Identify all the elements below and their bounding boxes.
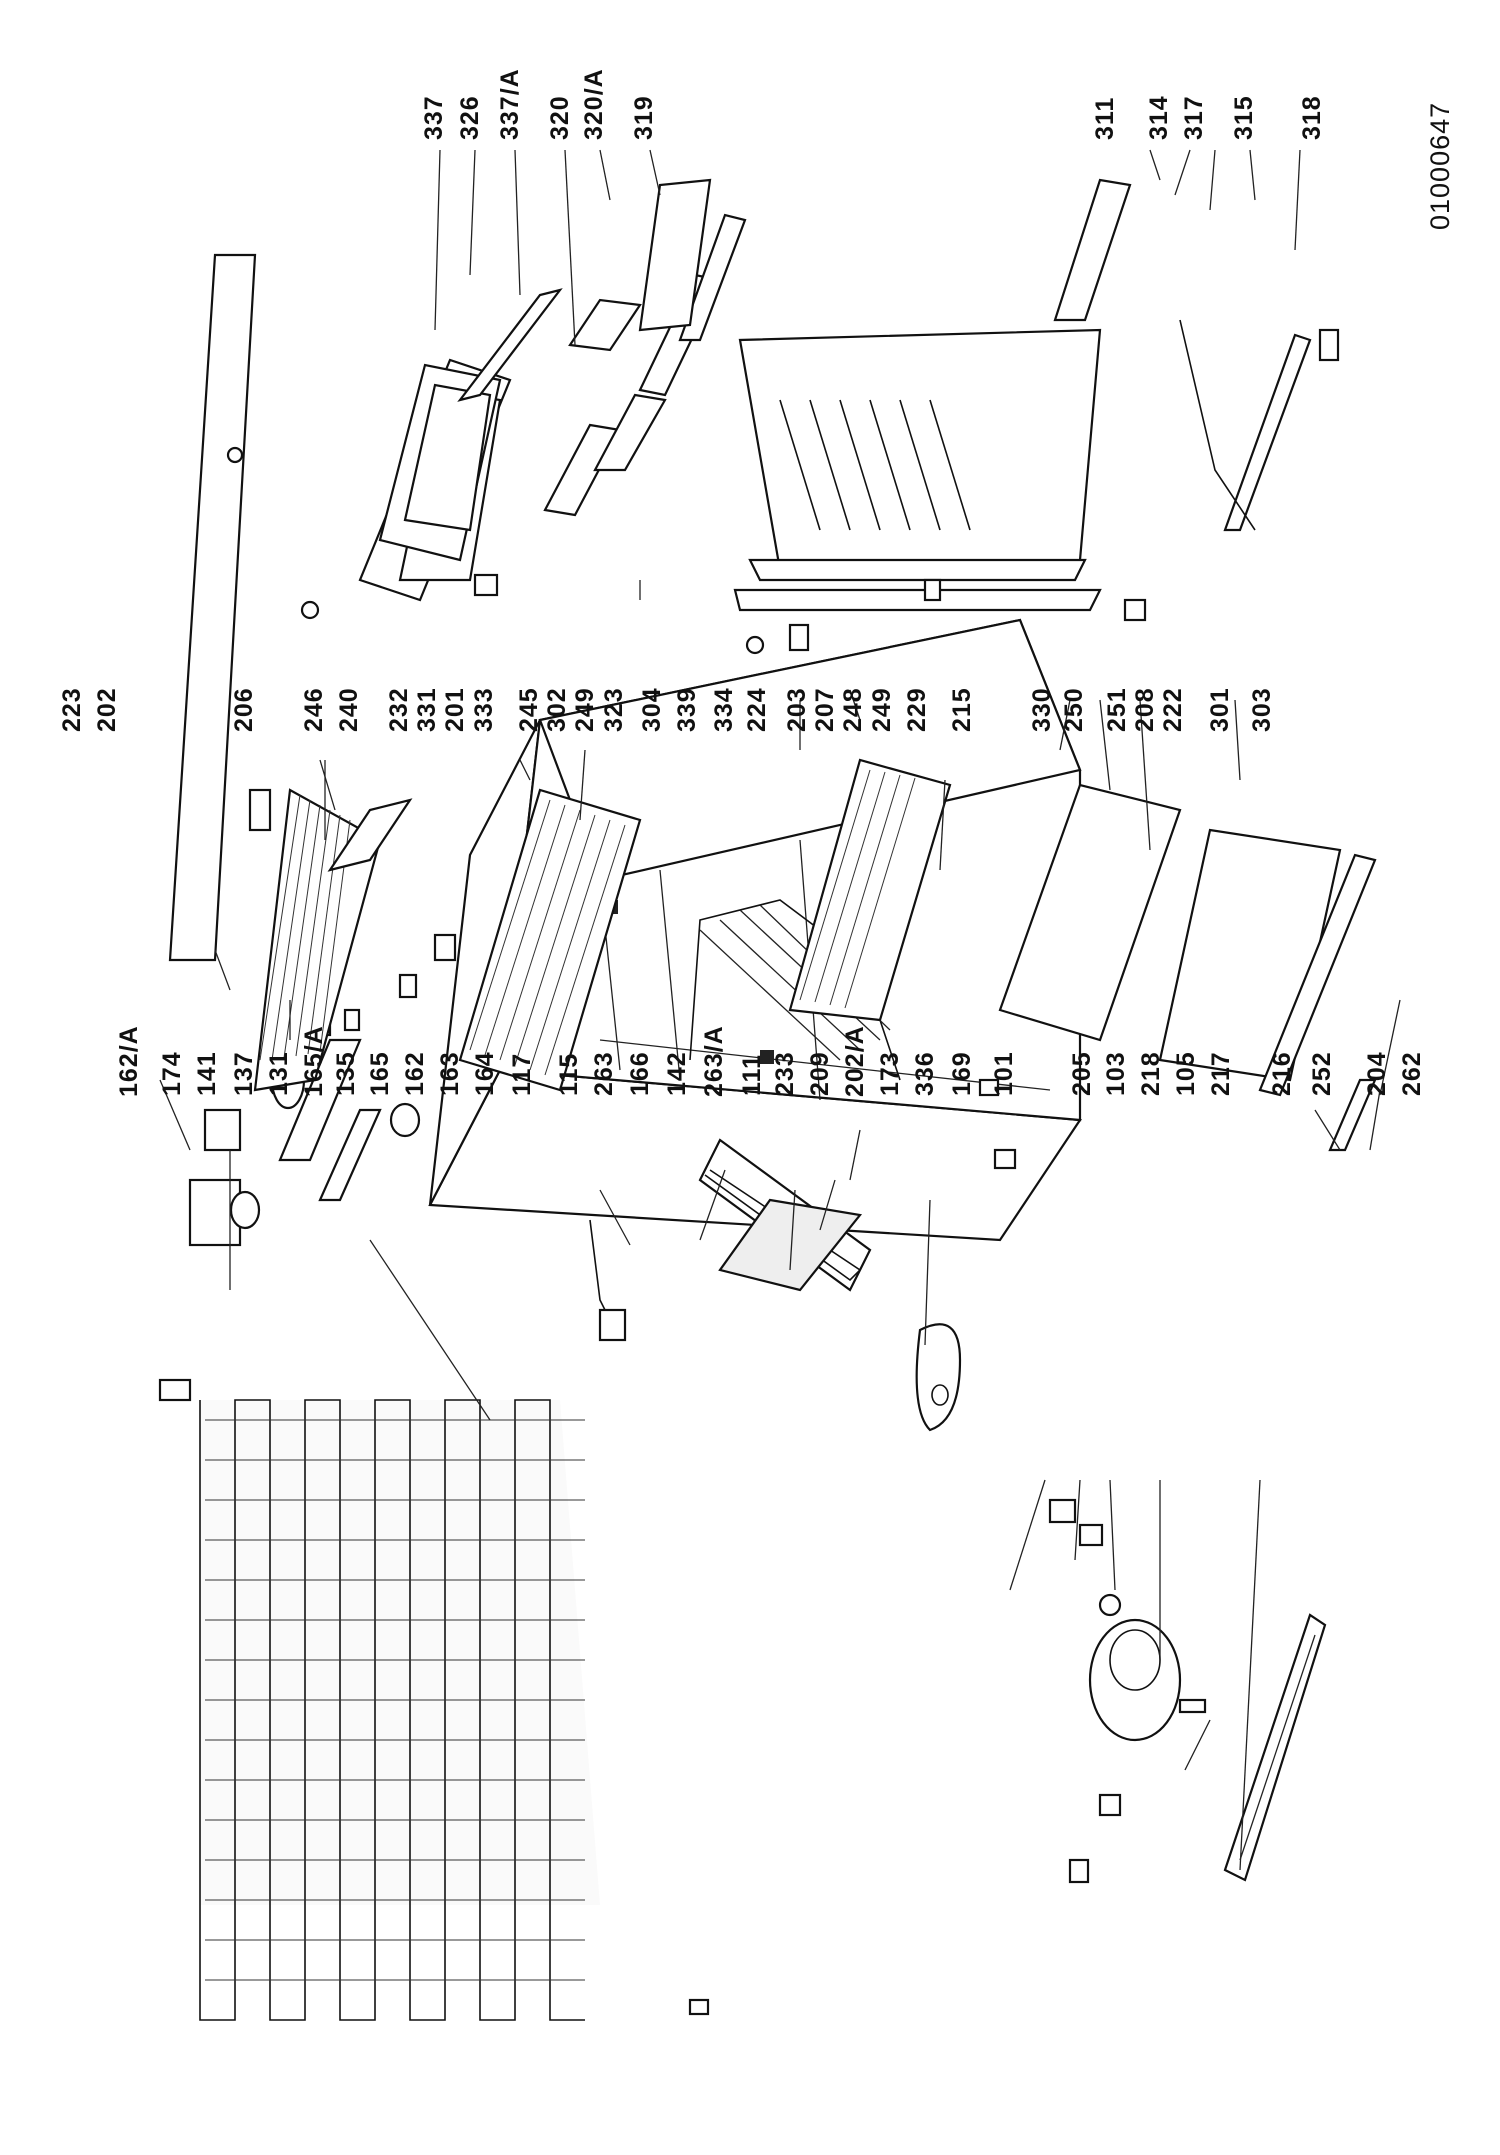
callout-174: 174 [158, 1051, 186, 1096]
callout-333: 333 [470, 687, 498, 732]
compressor [1088, 1618, 1211, 1771]
callout-117: 117 [508, 1052, 536, 1096]
callout-208: 208 [1131, 687, 1159, 732]
callout-303: 303 [1248, 687, 1276, 732]
callout-166: 166 [626, 1051, 654, 1096]
callout-163: 163 [436, 1051, 464, 1096]
evaporator-panel [698, 1138, 872, 1292]
door-bar-311 [1053, 178, 1132, 322]
callout-252: 252 [1308, 1051, 1336, 1096]
callout-115: 115 [555, 1052, 583, 1096]
callout-240: 240 [335, 687, 363, 732]
callout-206: 206 [230, 687, 258, 732]
callout-263: 263 [590, 1051, 618, 1096]
callout-217: 217 [1207, 1051, 1235, 1096]
small-fittings [226, 446, 1147, 1170]
callout-326: 326 [456, 95, 484, 140]
callout-165: 165 [366, 1051, 394, 1096]
callout-320a: 320/A [580, 68, 608, 140]
callout-224: 224 [743, 687, 771, 732]
callout-207: 207 [811, 687, 839, 732]
callout-339: 339 [673, 687, 701, 732]
callout-173: 173 [876, 1051, 904, 1096]
callout-249: 249 [571, 687, 599, 732]
callout-204: 204 [1363, 1051, 1391, 1096]
callout-135: 135 [332, 1051, 360, 1096]
callout-137: 137 [230, 1051, 258, 1096]
callout-320: 320 [546, 95, 574, 140]
callout-141: 141 [193, 1051, 221, 1096]
upper-door-strip [168, 253, 257, 962]
callout-101: 101 [990, 1051, 1018, 1096]
callout-201: 201 [441, 687, 469, 732]
callout-330: 330 [1028, 687, 1056, 732]
callout-311: 311 [1091, 96, 1119, 140]
wire-shelf-lower [788, 758, 952, 1022]
callout-318: 318 [1298, 95, 1326, 140]
egg-tray [638, 178, 712, 332]
condenser-coil [158, 1378, 710, 2021]
callout-223: 223 [58, 687, 86, 732]
callout-301: 301 [1206, 687, 1234, 732]
callout-216: 216 [1268, 1051, 1296, 1096]
callout-165a: 165/A [300, 1025, 328, 1097]
callout-249b: 249 [868, 687, 896, 732]
vegetable-crisper [1158, 828, 1377, 1097]
callout-315: 315 [1230, 95, 1258, 140]
callout-215: 215 [948, 687, 976, 732]
callout-222: 222 [1159, 687, 1187, 732]
callout-337: 337 [420, 95, 448, 140]
callout-111: 111 [738, 1054, 766, 1096]
callout-317: 317 [1180, 95, 1208, 140]
callout-319: 319 [630, 95, 658, 140]
callout-262: 262 [1398, 1051, 1426, 1096]
callout-162: 162 [401, 1051, 429, 1096]
callout-250: 250 [1060, 687, 1088, 732]
drip-tray [915, 1323, 962, 1432]
callout-105: 105 [1172, 1051, 1200, 1096]
callout-248: 248 [839, 687, 867, 732]
relay-parts [1048, 1498, 1122, 1884]
callout-229: 229 [903, 687, 931, 732]
callout-337a: 337/A [496, 68, 524, 140]
callout-233: 233 [771, 1051, 799, 1096]
leader-lines [159, 149, 1401, 1871]
callout-314: 314 [1145, 95, 1173, 140]
callout-323: 323 [600, 687, 628, 732]
callout-232: 232 [385, 687, 413, 732]
callout-218: 218 [1137, 1051, 1165, 1096]
callout-302: 302 [543, 687, 571, 732]
callout-245: 245 [515, 687, 543, 732]
callout-162a: 162/A [115, 1025, 143, 1097]
callout-203: 203 [783, 687, 811, 732]
document-id: 01000647 [1425, 101, 1455, 230]
callout-131: 131 [265, 1051, 293, 1096]
door-shelves [457, 213, 747, 517]
callout-334: 334 [710, 687, 738, 732]
callout-336: 336 [911, 1051, 939, 1096]
ice-tray [248, 788, 413, 872]
callout-202a: 202/A [841, 1025, 869, 1097]
callout-103: 103 [1102, 1051, 1130, 1096]
freezer-door-inner [378, 363, 502, 562]
fridge-door [733, 328, 1102, 612]
callout-169: 169 [948, 1051, 976, 1096]
callout-205: 205 [1068, 1051, 1096, 1096]
glass-shelf [998, 783, 1182, 1042]
callout-251: 251 [1103, 687, 1131, 732]
callout-142: 142 [663, 1051, 691, 1096]
base-plate [1223, 1613, 1327, 1882]
callout-304: 304 [638, 687, 666, 732]
door-hinge-assembly [1179, 319, 1340, 532]
callout-202: 202 [93, 687, 121, 732]
callout-263a: 263/A [700, 1025, 728, 1097]
callout-164: 164 [471, 1051, 499, 1096]
callout-331: 331 [413, 687, 441, 732]
callout-209: 209 [806, 1051, 834, 1096]
callout-246: 246 [300, 687, 328, 732]
refrigerator-cabinet [428, 618, 1082, 1242]
wire-shelf-upper [458, 788, 642, 1092]
